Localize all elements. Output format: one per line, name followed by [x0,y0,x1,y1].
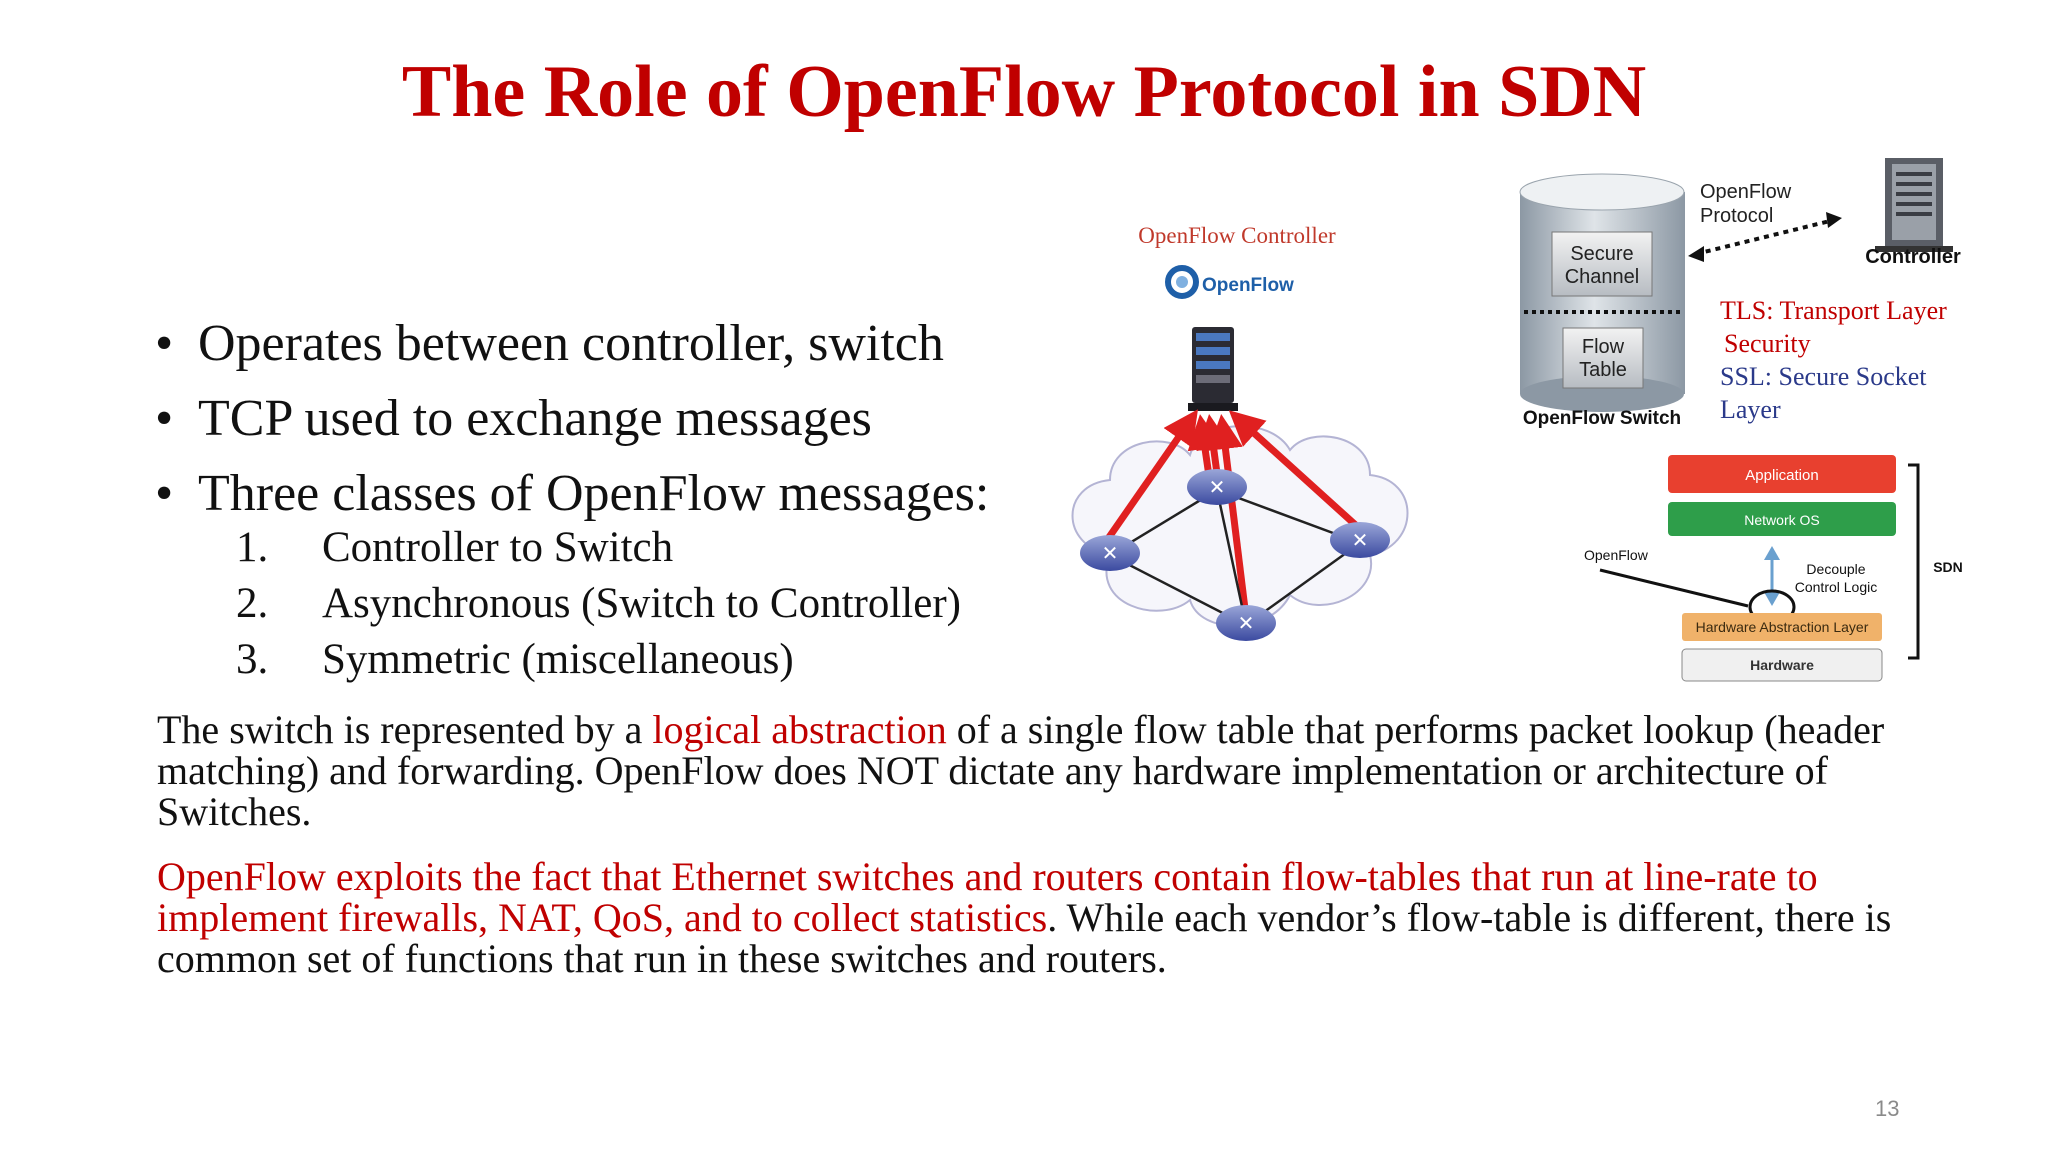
openflow-protocol-label: OpenFlow [1700,181,1792,203]
application-layer [1668,455,1896,493]
switch-icon: ✕ [1216,605,1276,641]
switch-icon: ✕ [1187,469,1247,505]
bullet-item: • TCP used to exchange messages [155,381,989,456]
paragraph-text: . While each vendor’s flow-table is diff… [157,895,1892,981]
controller-label: Controller [1865,246,1961,268]
bullet-item: • Three classes of OpenFlow messages: [155,456,989,531]
decouple-label: Decouple [1806,561,1865,577]
openflow-protocol-label: Protocol [1700,205,1773,227]
bullet-text: TCP used to exchange messages [198,390,872,447]
flow-table-label: Table [1579,359,1627,381]
secure-channel-label: Secure [1570,243,1633,265]
openflow-logo-icon [1165,265,1199,299]
flow-table-paragraph: OpenFlow exploits the fact that Ethernet… [157,856,1917,979]
message-class-item: 3. Symmetric (miscellaneous) [236,632,961,688]
list-number: 1. [236,524,269,571]
bullet-item: • Operates between controller, switch [155,306,989,381]
network-os-label: Network OS [1744,512,1819,528]
sdn-bracket [1908,463,1920,660]
decouple-label: Control Logic [1795,579,1878,595]
tls-label: Security [1724,329,1811,358]
paragraph-text: of a single flow table that performs pac… [157,707,1885,834]
slide-title: The Role of OpenFlow Protocol in SDN [401,51,1647,133]
openflow-switch-label: OpenFlow Switch [1523,408,1681,429]
bullet-text: Operates between controller, switch [198,315,944,372]
openflow-controller-label: OpenFlow Controller [1138,223,1336,248]
svg-text:✕: ✕ [1352,528,1369,552]
hardware-label: Hardware [1750,657,1814,673]
network-figure: OpenFlow Controller OpenFlow ✕ ✕ ✕ ✕ [1071,223,1409,641]
network-os-layer [1668,502,1896,536]
openflow-label: OpenFlow [1584,547,1649,563]
bullet-dot: • [155,315,174,372]
flow-table-box [1562,327,1644,389]
ssl-label: SSL: Secure Socket [1720,362,1927,391]
message-class-label: Symmetric (miscellaneous) [322,636,794,683]
hal-label: Hardware Abstraction Layer [1696,619,1869,635]
hardware-layer [1681,648,1883,682]
bullet-dot: • [155,465,174,522]
sdn-label: SDN [1933,559,1963,575]
message-class-label: Controller to Switch [322,524,674,571]
secure-channel-box [1551,231,1653,297]
svg-text:✕: ✕ [1102,541,1119,565]
dotted-arrow-icon [1688,212,1842,262]
application-label: Application [1745,467,1818,484]
message-class-label: Asynchronous (Switch to Controller) [322,580,961,627]
page-number: 13 [1875,1096,1900,1121]
highlight-text: logical abstraction [652,707,947,752]
bullet-text: Three classes of OpenFlow messages: [198,465,990,522]
controller-server-icon [1875,158,1953,252]
tls-label: TLS: Transport Layer [1720,296,1947,325]
message-class-item: 1. Controller to Switch [236,520,961,576]
switch-icon: ✕ [1080,535,1140,571]
openflow-logo-text: OpenFlow [1202,275,1294,296]
svg-text:✕: ✕ [1238,611,1255,635]
paragraph-text: The switch is represented by a [157,707,653,752]
switch-abstraction-paragraph: The switch is represented by a logical a… [157,709,1917,832]
bullet-dot: • [155,390,174,447]
server-icon [1188,327,1238,411]
message-class-item: 2. Asynchronous (Switch to Controller) [236,576,961,632]
secure-channel-label: Channel [1565,266,1640,288]
hal-layer [1682,613,1882,641]
message-class-list: 1. Controller to Switch 2. Asynchronous (S… [236,520,961,688]
bullet-list: • Operates between controller, switch • TC… [155,306,989,531]
cloud-icon [1071,425,1409,627]
switch-icon: ✕ [1330,522,1390,558]
list-number: 3. [236,636,269,683]
svg-text:✕: ✕ [1209,475,1226,499]
flow-table-label: Flow [1582,336,1625,358]
list-number: 2. [236,580,269,627]
openflow-switch-figure: Secure Channel Flow Table OpenFlow Switc… [1519,158,1961,429]
sdn-stack-figure: Application Network OS OpenFlow Decouple… [1584,455,1963,682]
ssl-label: Layer [1720,395,1781,424]
openflow-pointer [1599,568,1749,608]
highlight-text: OpenFlow exploits the fact that Ethernet… [157,854,1818,940]
up-down-arrow-icon [1764,546,1780,606]
